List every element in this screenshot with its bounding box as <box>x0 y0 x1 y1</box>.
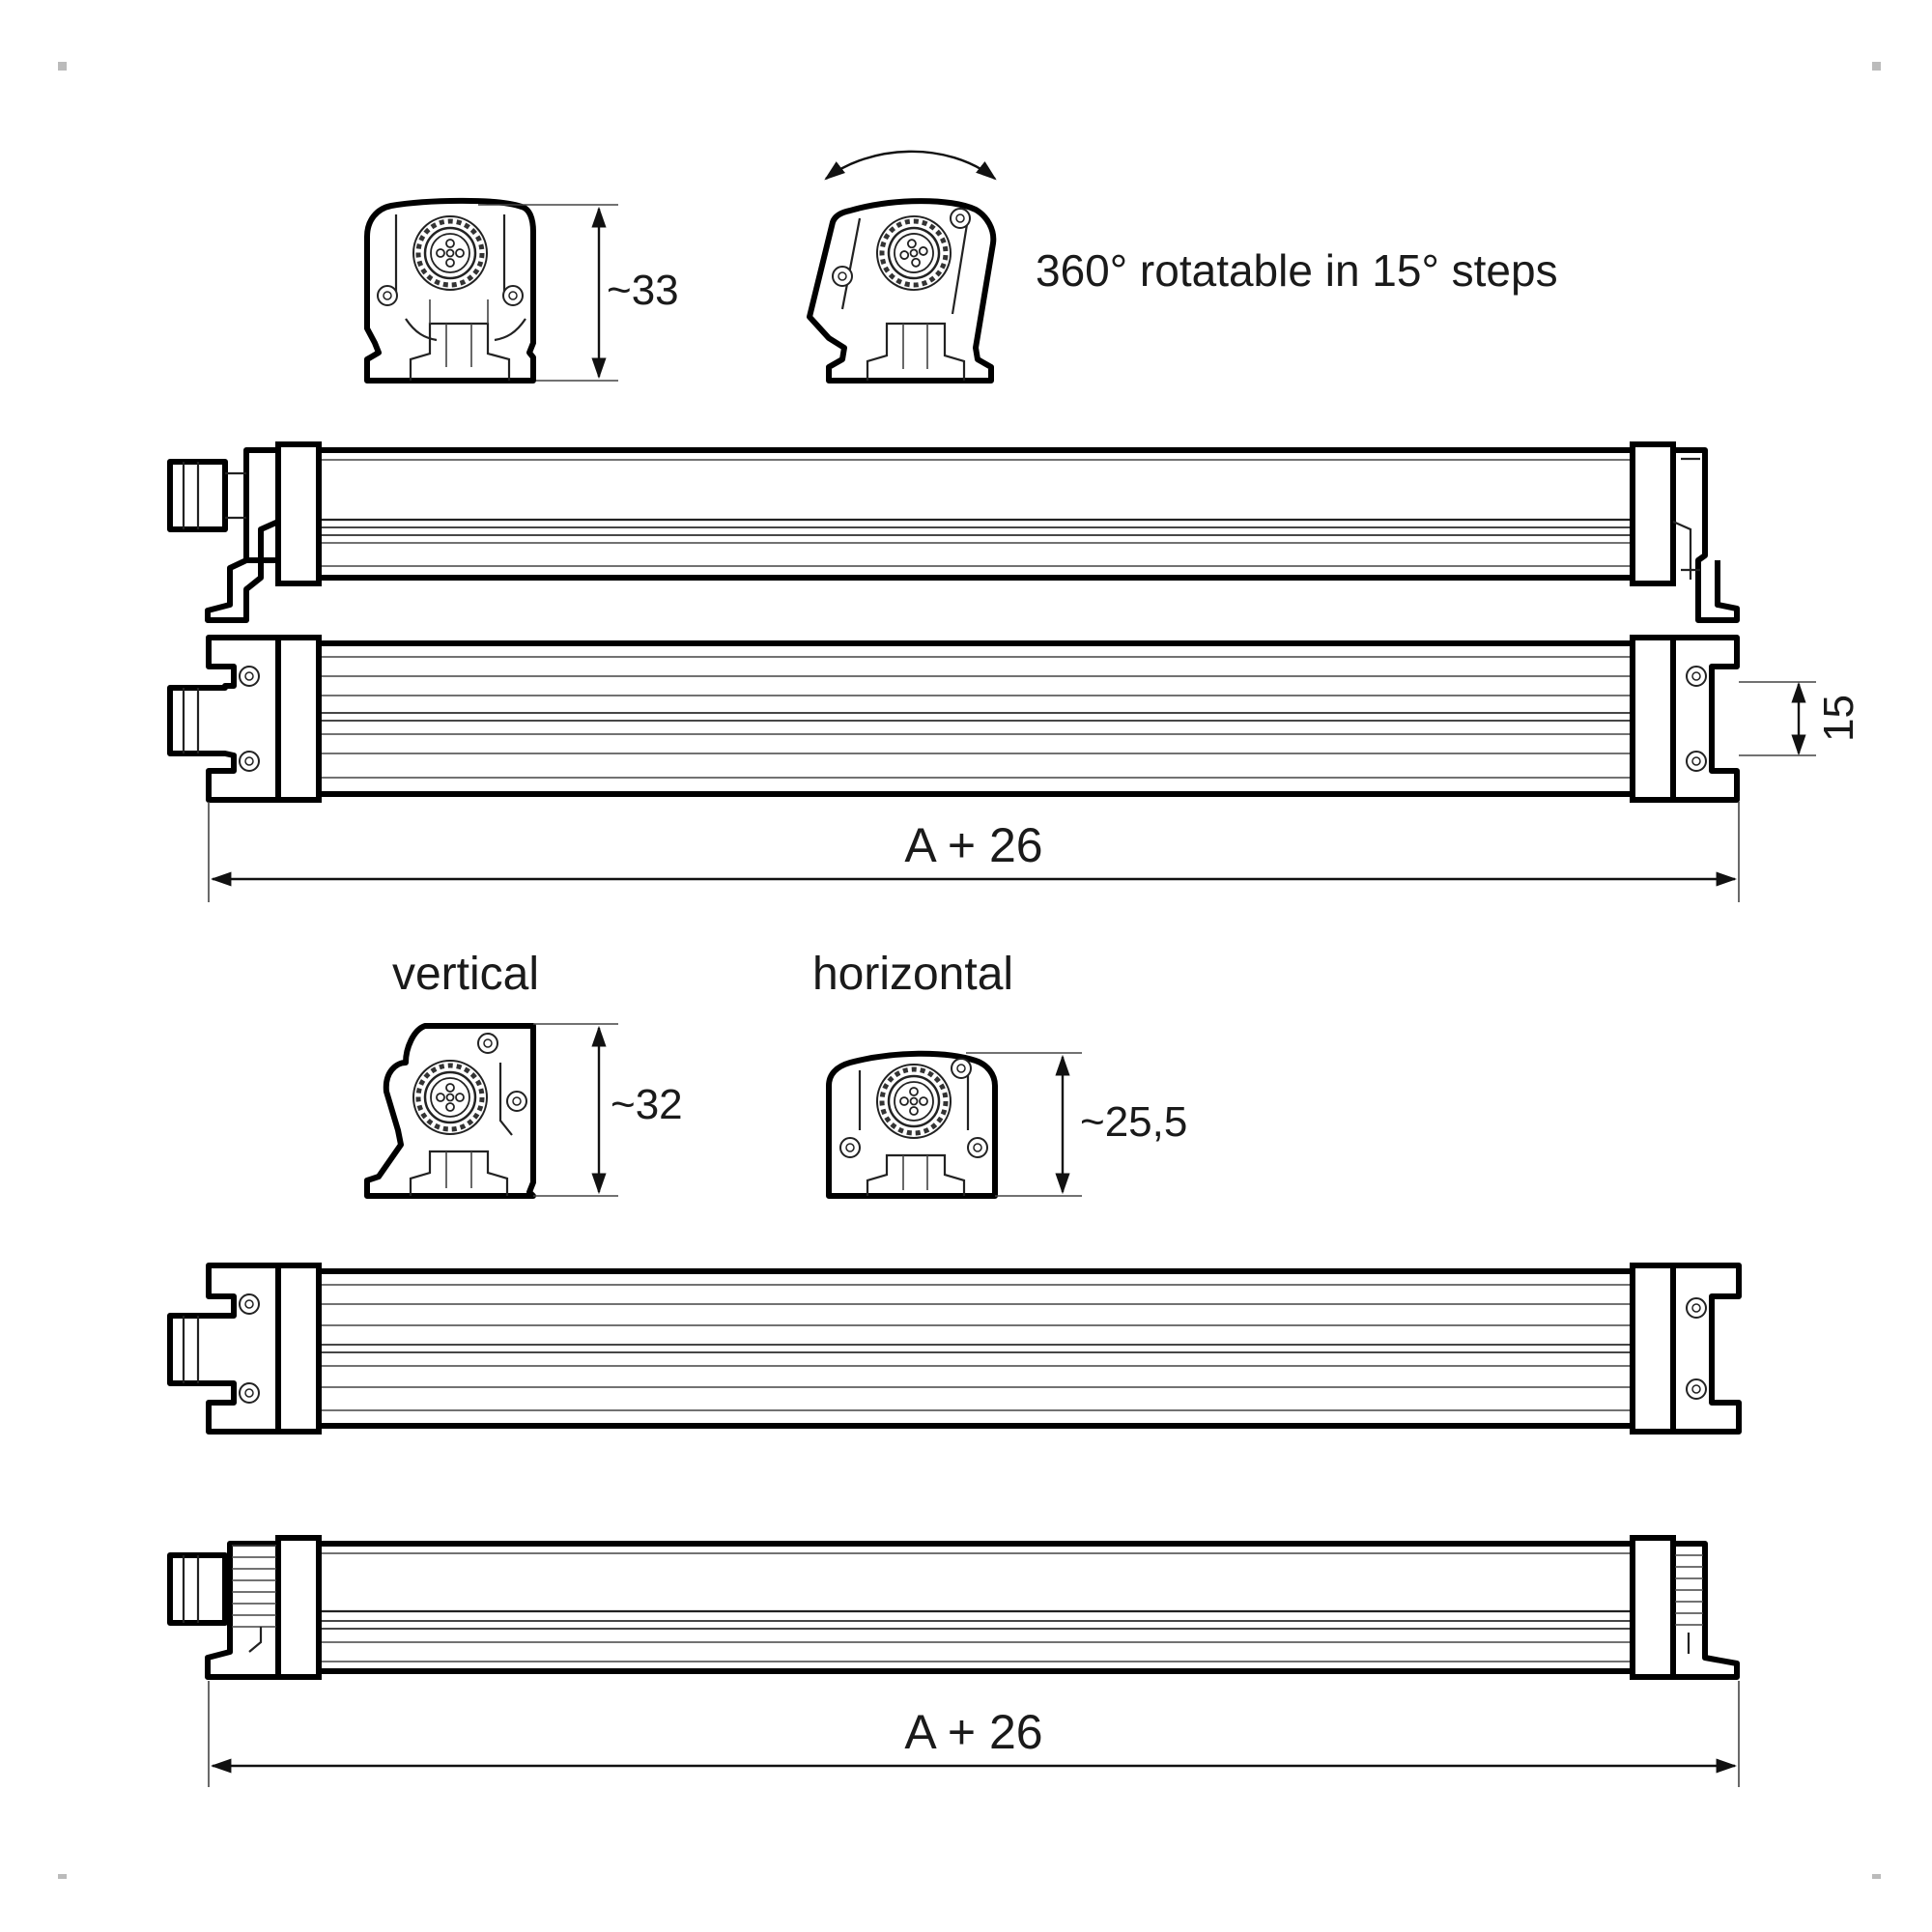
luminaire-2-side-view <box>167 1535 1740 1680</box>
label-length-1: A + 26 <box>904 818 1042 872</box>
end-view-top-left <box>364 197 536 384</box>
label-height-horizontal: ~25,5 <box>1080 1098 1187 1146</box>
label-vertical: vertical <box>392 949 539 1000</box>
dim-length-1: A + 26 <box>208 802 1740 902</box>
label-height-top: ~33 <box>607 267 679 314</box>
dim-end-width: 15 <box>1739 681 1862 756</box>
label-length-2: A + 26 <box>904 1705 1042 1759</box>
corner-marks <box>58 62 1881 1879</box>
end-view-vertical: vertical ~32 <box>364 949 683 1199</box>
luminaire-1-top-view <box>167 635 1740 803</box>
dim-height-top: ~33 <box>478 204 679 382</box>
rotation-note: 360° rotatable in 15° steps <box>1036 245 1558 296</box>
end-view-horizontal: horizontal ~25,5 <box>812 949 1187 1199</box>
end-view-rotated: 360° rotatable in 15° steps <box>807 150 1558 384</box>
dim-length-2: A + 26 <box>208 1681 1740 1787</box>
label-horizontal: horizontal <box>812 949 1013 1000</box>
label-end-width: 15 <box>1815 695 1862 742</box>
luminaire-1-side-view <box>167 441 1740 623</box>
luminaire-2-top-view <box>167 1263 1742 1435</box>
label-height-vertical: ~32 <box>611 1081 683 1128</box>
